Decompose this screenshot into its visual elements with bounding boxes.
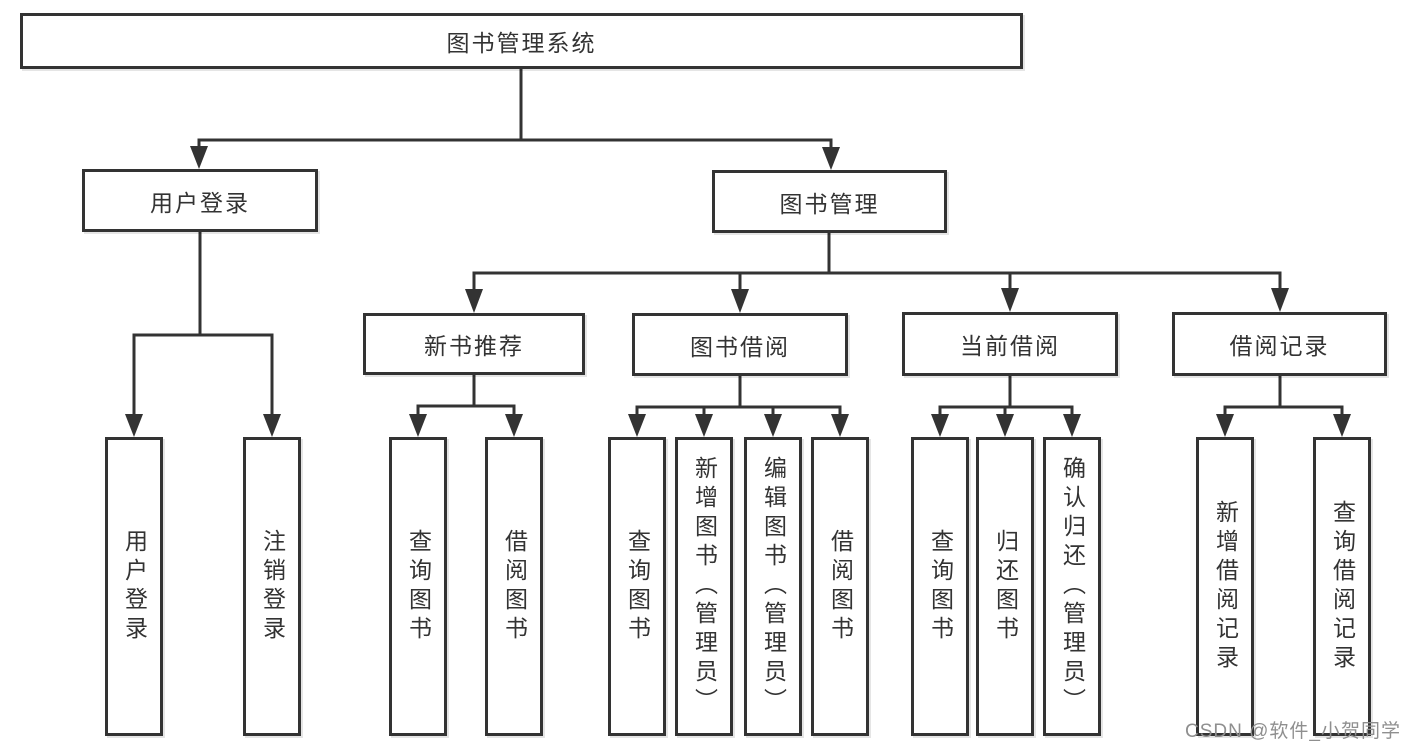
watermark: CSDN @软件_小贺同学 [1185, 721, 1401, 742]
leaf-label: 查询图书 [927, 528, 954, 645]
leaf-label: 新增借阅记录 [1212, 499, 1239, 674]
edge-current-borrow-children [931, 376, 1081, 437]
leaf-logout: 注销登录 [243, 437, 301, 736]
node-label: 图书借阅 [690, 333, 790, 360]
leaf-add-borrow-record: 新增借阅记录 [1196, 437, 1254, 736]
leaf-label: 借阅图书 [501, 528, 528, 645]
node-user-login: 用户登录 [82, 169, 318, 232]
leaf-label: 借阅图书 [827, 528, 854, 645]
node-label: 新书推荐 [424, 333, 524, 359]
edge-book-mgmt-children [465, 233, 1289, 313]
leaf-return-book: 归还图书 [976, 437, 1034, 736]
edge-user-login-children [125, 232, 281, 437]
edge-root-to-level2 [190, 69, 840, 170]
leaf-query-borrow-record: 查询借阅记录 [1313, 437, 1371, 736]
edge-borrow-records-children [1216, 376, 1351, 437]
leaf-label: 查询借阅记录 [1329, 499, 1356, 674]
leaf-label: 注销登录 [259, 528, 286, 645]
leaf-label: 查询图书 [624, 528, 651, 645]
node-current-borrow: 当前借阅 [902, 312, 1118, 376]
leaf-label: 用户登录 [121, 528, 148, 645]
leaf-label: 查询图书 [405, 528, 432, 645]
leaf-confirm-return-admin: 确认归还（管理员） [1043, 437, 1101, 736]
leaf-add-book-admin: 新增图书（管理员） [675, 437, 733, 736]
leaf-label: 确认归还（管理员） [1059, 456, 1086, 717]
leaf-query-books-recommend: 查询图书 [389, 437, 447, 736]
leaf-label: 归还图书 [992, 528, 1019, 645]
node-book-borrow: 图书借阅 [632, 313, 848, 376]
node-root-system: 图书管理系统 [20, 13, 1023, 69]
leaf-borrow-books: 借阅图书 [811, 437, 869, 736]
edge-book-borrow-children [628, 376, 849, 437]
edge-new-book-rec-children [409, 375, 523, 437]
node-label: 图书管理系统 [446, 30, 597, 56]
node-label: 图书管理 [779, 190, 880, 217]
node-book-management: 图书管理 [712, 170, 947, 233]
node-new-book-recommend: 新书推荐 [363, 313, 585, 375]
node-borrow-records: 借阅记录 [1172, 312, 1387, 376]
leaf-query-books-borrow: 查询图书 [608, 437, 666, 736]
leaf-borrow-books-recommend: 借阅图书 [485, 437, 543, 736]
node-label: 借阅记录 [1229, 333, 1330, 359]
leaf-edit-book-admin: 编辑图书（管理员） [744, 437, 802, 736]
leaf-label: 编辑图书（管理员） [760, 456, 787, 717]
node-label: 当前借阅 [960, 333, 1060, 359]
node-label: 用户登录 [150, 189, 250, 216]
leaf-query-books-current: 查询图书 [911, 437, 969, 736]
leaf-user-login: 用户登录 [105, 437, 163, 736]
leaf-label: 新增图书（管理员） [691, 456, 718, 717]
